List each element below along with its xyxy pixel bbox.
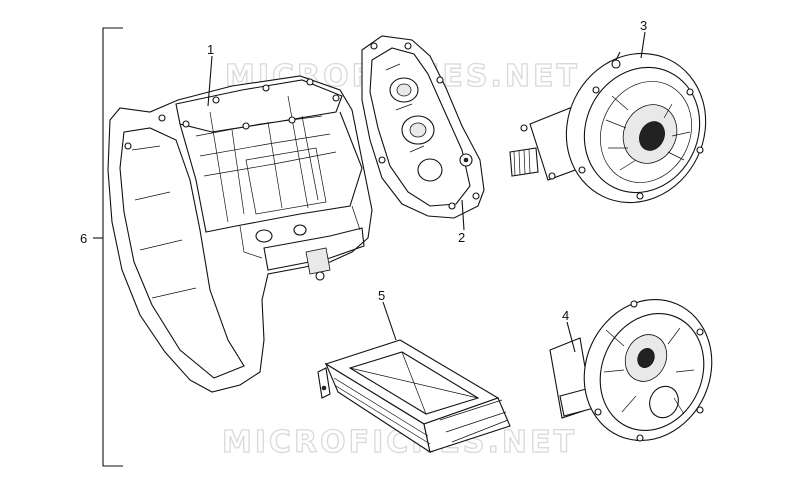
intermediate-cover-plate[interactable] [361,35,485,219]
callout-6: 6 [80,231,87,246]
callout-4: 4 [562,308,569,323]
callout-5: 5 [378,288,385,303]
rear-flange-cover[interactable] [509,30,730,226]
gearbox-housing[interactable] [107,75,373,393]
callout-1: 1 [207,42,214,57]
front-housing-cover[interactable] [549,279,734,461]
callout-2: 2 [458,230,465,245]
leader-lines [207,31,646,353]
callouts: 1 2 3 4 5 6 [80,18,647,323]
assembly-bracket [93,27,123,467]
oil-filter-cartridge[interactable] [317,339,511,454]
callout-3: 3 [640,18,647,33]
